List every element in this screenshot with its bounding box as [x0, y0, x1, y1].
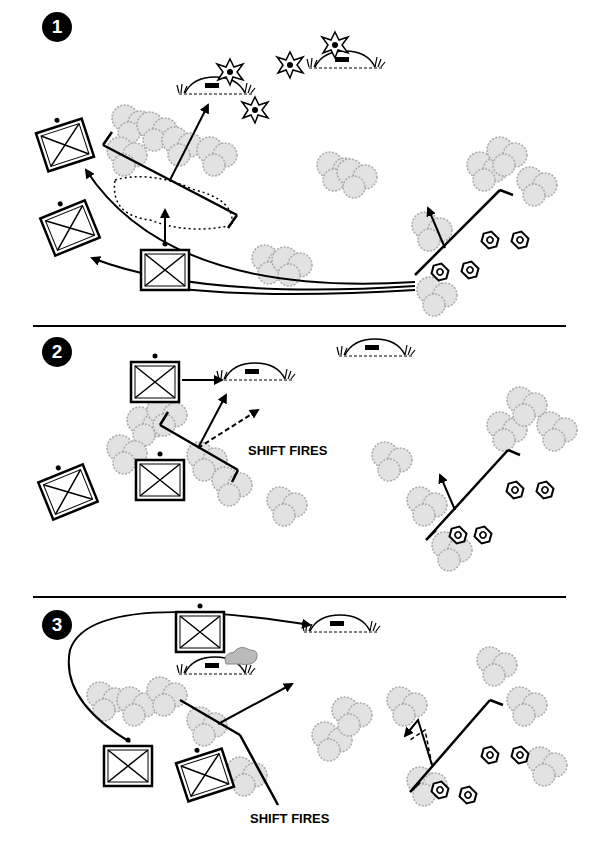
callout-number: 1	[42, 12, 72, 42]
text-label: SHIFT FIRES	[248, 811, 331, 826]
callout-number: 2	[42, 337, 72, 367]
text-label: SHIFT FIRES	[246, 443, 329, 458]
callout-number: 3	[42, 610, 72, 640]
